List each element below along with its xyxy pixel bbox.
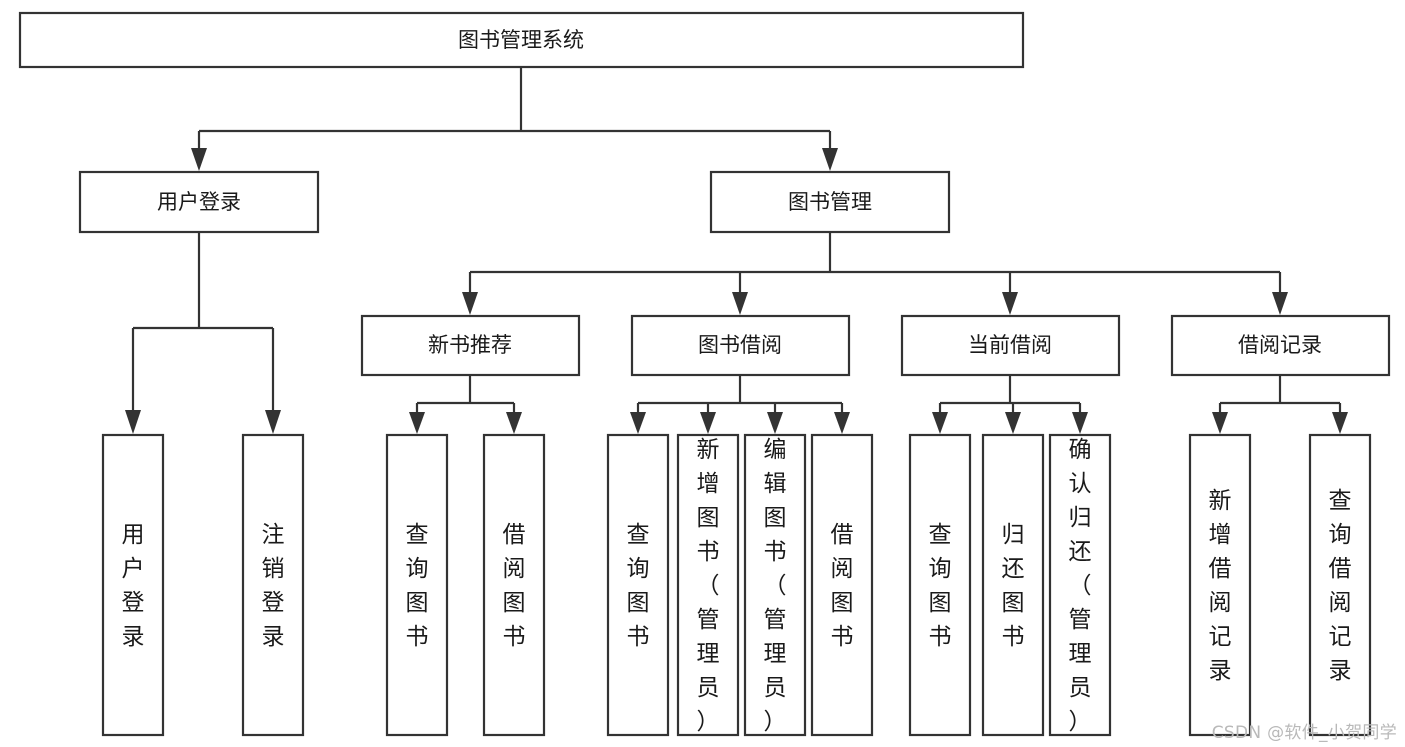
node-new-book-rec-box[interactable] [360, 314, 581, 377]
node-book-borrow-box[interactable] [630, 314, 851, 377]
node-leaf-confirm-return-label: 确认归还（管理员） [1069, 437, 1092, 735]
node-leaf-query-record-label: 查询借阅记录 [1329, 488, 1352, 684]
arrow-head-leaf-add-book [700, 412, 716, 434]
arrow-head-leaf-confirm-return [1072, 412, 1088, 434]
arrow-head-new-book-rec [462, 292, 478, 315]
arrow-head-leaf-logout [265, 410, 281, 434]
arrow-head-book-borrow [732, 292, 748, 315]
arrow-head-book-manage [822, 148, 838, 171]
node-leaf-query-record-box[interactable] [1308, 433, 1372, 737]
arrow-head-leaf-query-book-1 [409, 412, 425, 434]
node-leaf-add-book-box[interactable] [676, 433, 740, 737]
node-leaf-confirm-return-box[interactable] [1048, 433, 1112, 737]
node-root-label: 图书管理系统 [458, 28, 584, 52]
node-leaf-query-book-3[interactable]: 查询图书 [908, 433, 972, 737]
node-new-book-rec[interactable]: 新书推荐 [360, 314, 581, 377]
node-book-manage-label: 图书管理 [788, 190, 872, 214]
node-user-login-label: 用户登录 [157, 190, 241, 214]
node-leaf-borrow-book-2[interactable]: 借阅图书 [810, 433, 874, 737]
node-leaf-return-book[interactable]: 归还图书 [981, 433, 1045, 737]
node-user-login-box[interactable] [78, 170, 320, 234]
leaf-nodes-layer: 用户登录 注销登录 查询图书 借阅图书 查询图书 新增图书（管理员） 编辑图书（… [101, 433, 1372, 737]
node-leaf-edit-book-box[interactable] [743, 433, 807, 737]
node-leaf-query-book-1-box[interactable] [385, 433, 449, 737]
node-book-borrow[interactable]: 图书借阅 [630, 314, 851, 377]
node-leaf-user-login-label: 用户登录 [122, 522, 145, 650]
node-leaf-borrow-book-1-label: 借阅图书 [503, 522, 526, 650]
node-leaf-query-book-3-box[interactable] [908, 433, 972, 737]
node-leaf-borrow-book-1[interactable]: 借阅图书 [482, 433, 546, 737]
arrow-head-leaf-return-book [1005, 412, 1021, 434]
arrow-head-leaf-borrow-book-1 [506, 412, 522, 434]
node-book-borrow-label: 图书借阅 [698, 333, 782, 357]
node-leaf-query-book-2[interactable]: 查询图书 [606, 433, 670, 737]
arrow-head-user-login [191, 148, 207, 171]
node-borrow-record-box[interactable] [1170, 314, 1391, 377]
node-leaf-query-book-1-label: 查询图书 [406, 522, 429, 650]
node-leaf-edit-book[interactable]: 编辑图书（管理员） [743, 433, 807, 737]
node-leaf-add-record[interactable]: 新增借阅记录 [1188, 433, 1252, 737]
node-leaf-query-book-3-label: 查询图书 [929, 522, 952, 650]
arrow-head-leaf-query-record [1332, 412, 1348, 434]
node-leaf-return-book-label: 归还图书 [1002, 522, 1025, 650]
node-book-manage[interactable]: 图书管理 [709, 170, 951, 234]
node-leaf-logout-label: 注销登录 [262, 522, 285, 650]
node-leaf-add-record-label: 新增借阅记录 [1209, 488, 1232, 684]
node-borrow-record[interactable]: 借阅记录 [1170, 314, 1391, 377]
arrow-head-leaf-edit-book [767, 412, 783, 434]
node-leaf-logout[interactable]: 注销登录 [241, 433, 305, 737]
connector-layer [125, 67, 1348, 434]
node-leaf-user-login[interactable]: 用户登录 [101, 433, 165, 737]
node-leaf-add-book[interactable]: 新增图书（管理员） [676, 433, 740, 737]
arrow-head-leaf-query-book-3 [932, 412, 948, 434]
node-leaf-borrow-book-2-box[interactable] [810, 433, 874, 737]
node-leaf-borrow-book-2-label: 借阅图书 [831, 522, 854, 650]
node-leaf-query-book-2-label: 查询图书 [627, 522, 650, 650]
arrow-head-borrow-record [1272, 292, 1288, 315]
node-current-borrow-box[interactable] [900, 314, 1121, 377]
node-leaf-user-login-box[interactable] [101, 433, 165, 737]
node-current-borrow-label: 当前借阅 [968, 333, 1052, 357]
arrow-head-current-borrow [1002, 292, 1018, 315]
node-user-login[interactable]: 用户登录 [78, 170, 320, 234]
node-root-box[interactable] [18, 11, 1025, 69]
arrow-head-leaf-borrow-book-2 [834, 412, 850, 434]
node-leaf-query-book-2-box[interactable] [606, 433, 670, 737]
node-book-manage-box[interactable] [709, 170, 951, 234]
node-leaf-borrow-book-1-box[interactable] [482, 433, 546, 737]
csdn-watermark: CSDN @软件_小贺同学 [1211, 723, 1397, 743]
node-root[interactable]: 图书管理系统 [18, 11, 1025, 69]
node-borrow-record-label: 借阅记录 [1238, 333, 1322, 357]
arrow-head-leaf-query-book-2 [630, 412, 646, 434]
node-leaf-query-record[interactable]: 查询借阅记录 [1308, 433, 1372, 737]
node-leaf-add-record-box[interactable] [1188, 433, 1252, 737]
node-leaf-confirm-return[interactable]: 确认归还（管理员） [1048, 433, 1112, 737]
node-leaf-return-book-box[interactable] [981, 433, 1045, 737]
arrow-head-leaf-add-record [1212, 412, 1228, 434]
node-leaf-add-book-label: 新增图书（管理员） [697, 437, 720, 735]
node-leaf-query-book-1[interactable]: 查询图书 [385, 433, 449, 737]
node-current-borrow[interactable]: 当前借阅 [900, 314, 1121, 377]
node-new-book-rec-label: 新书推荐 [428, 333, 512, 357]
node-leaf-edit-book-label: 编辑图书（管理员） [764, 437, 787, 735]
arrow-head-leaf-user-login [125, 410, 141, 434]
node-leaf-logout-box[interactable] [241, 433, 305, 737]
